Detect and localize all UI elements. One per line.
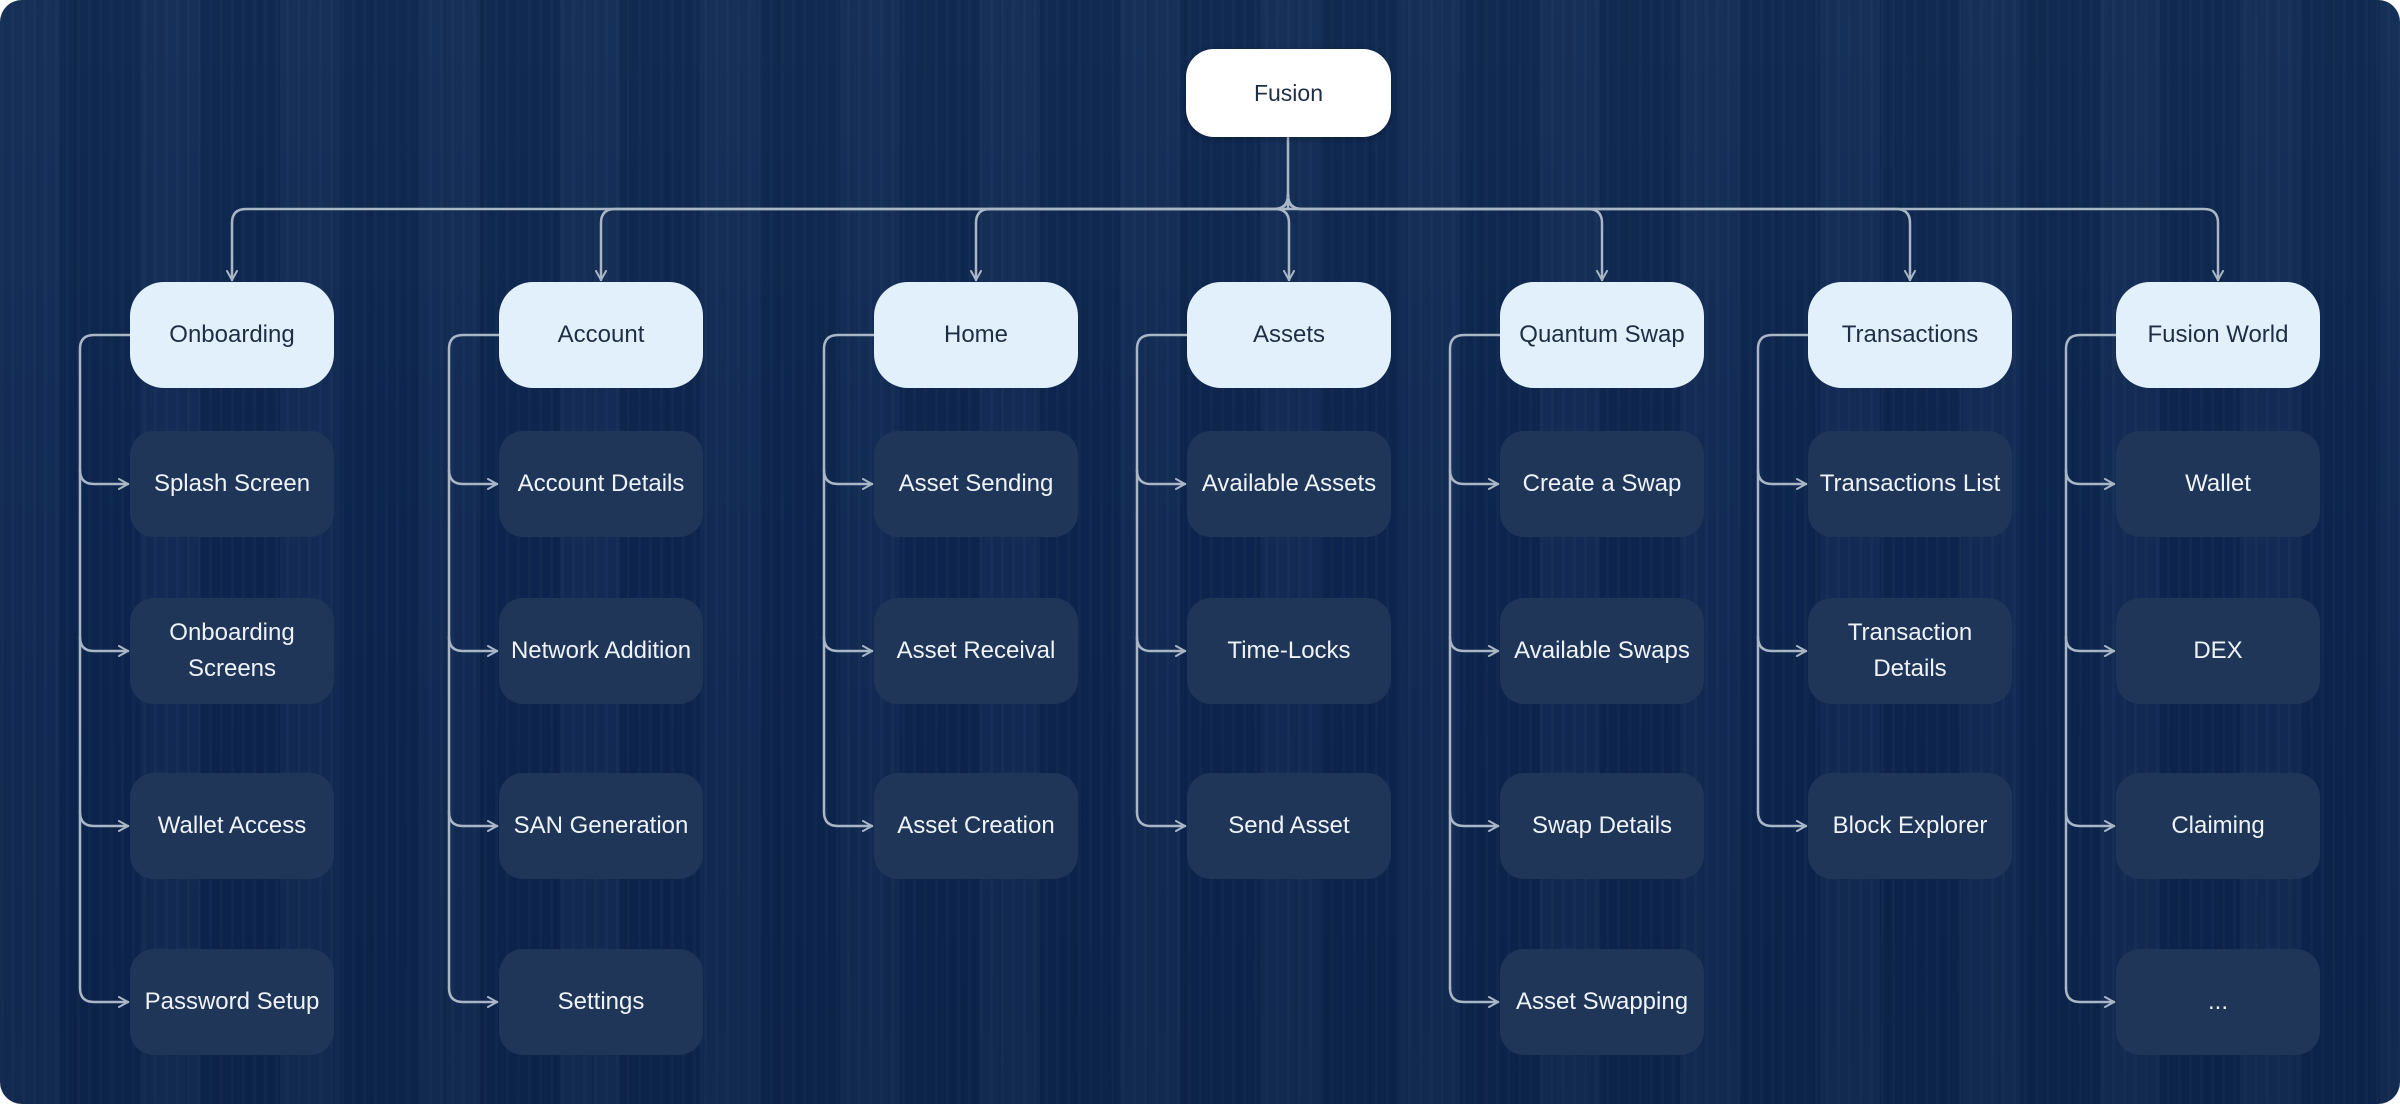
connector-assets-to-time-locks [1135,635,1187,657]
connector-onboarding-to-password-setup [78,986,130,1008]
spine-assets [1135,333,1189,814]
leaf-node-available-swaps: Available Swaps [1500,598,1704,704]
connector-home-to-asset-creation [822,810,874,832]
category-node-home: Home [874,282,1078,388]
leaf-node-asset-creation: Asset Creation [874,773,1078,879]
leaf-node-splash-screen: Splash Screen [130,431,334,537]
leaf-node-transaction-details: Transaction Details [1808,598,2012,704]
root-node-fusion: Fusion [1186,49,1391,137]
leaf-node-claiming: Claiming [2116,773,2320,879]
category-node-assets: Assets [1187,282,1391,388]
category-node-quantum-swap: Quantum Swap [1500,282,1704,388]
leaf-node-more: ... [2116,949,2320,1055]
spine-fusion-world [2064,333,2118,990]
connector-quantum-swap-to-swap-details [1448,810,1500,832]
connector-fusion-world-to-claiming [2064,810,2116,832]
leaf-node-network-addition: Network Addition [499,598,703,704]
leaf-node-swap-details: Swap Details [1500,773,1704,879]
leaf-node-account-details: Account Details [499,431,703,537]
connector-assets-to-send-asset [1135,810,1187,832]
leaf-node-password-setup: Password Setup [130,949,334,1055]
connector-assets-to-available-assets [1135,468,1187,490]
connector-quantum-swap-to-available-swaps [1448,635,1500,657]
leaf-node-asset-swapping: Asset Swapping [1500,949,1704,1055]
leaf-node-san-generation: SAN Generation [499,773,703,879]
leaf-node-wallet: Wallet [2116,431,2320,537]
connector-fusion-world-to-more [2064,986,2116,1008]
category-node-transactions: Transactions [1808,282,2012,388]
connector-transactions-to-transactions-list [1756,468,1808,490]
leaf-node-dex: DEX [2116,598,2320,704]
connector-home-to-asset-receival [822,635,874,657]
connector-account-to-san-generation [447,810,499,832]
leaf-node-transactions-list: Transactions List [1808,431,2012,537]
connector-home-to-asset-sending [822,468,874,490]
connector-fusion-world-to-dex [2064,635,2116,657]
leaf-node-create-a-swap: Create a Swap [1500,431,1704,537]
connector-quantum-swap-to-create-a-swap [1448,468,1500,490]
connector-root-to-fusion-world [1286,193,2224,282]
leaf-node-wallet-access: Wallet Access [130,773,334,879]
connector-account-to-network-addition [447,635,499,657]
connector-root-to-home [970,193,1290,282]
leaf-node-block-explorer: Block Explorer [1808,773,2012,879]
connector-onboarding-to-splash-screen [78,468,130,490]
connector-fusion-world-to-wallet [2064,468,2116,490]
connector-quantum-swap-to-asset-swapping [1448,986,1500,1008]
leaf-node-available-assets: Available Assets [1187,431,1391,537]
leaf-node-onboarding-screens: Onboarding Screens [130,598,334,704]
leaf-node-asset-receival: Asset Receival [874,598,1078,704]
spine-home [822,333,876,814]
connector-transactions-to-block-explorer [1756,810,1808,832]
leaf-node-settings: Settings [499,949,703,1055]
leaf-node-time-locks: Time-Locks [1187,598,1391,704]
spine-quantum-swap [1448,333,1502,990]
leaf-node-asset-sending: Asset Sending [874,431,1078,537]
spine-account [447,333,501,990]
spine-onboarding [78,333,132,990]
connector-transactions-to-transaction-details [1756,635,1808,657]
connector-onboarding-to-onboarding-screens [78,635,130,657]
connector-account-to-account-details [447,468,499,490]
connector-onboarding-to-wallet-access [78,810,130,832]
leaf-node-send-asset: Send Asset [1187,773,1391,879]
spine-transactions [1756,333,1810,814]
category-node-onboarding: Onboarding [130,282,334,388]
category-node-account: Account [499,282,703,388]
category-node-fusion-world: Fusion World [2116,282,2320,388]
connector-account-to-settings [447,986,499,1008]
